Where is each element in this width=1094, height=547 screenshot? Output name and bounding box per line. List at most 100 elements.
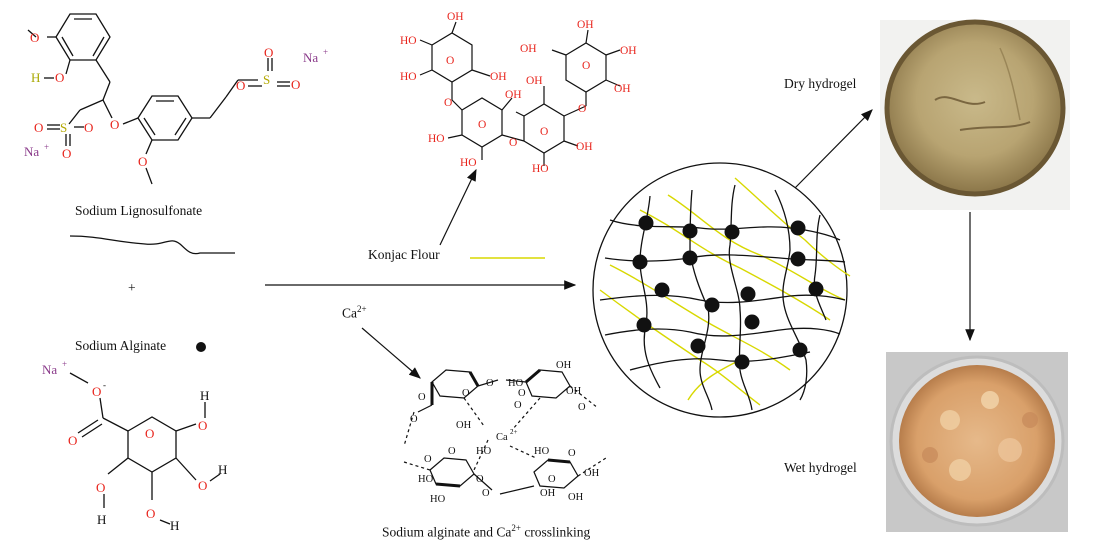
atom-o: O xyxy=(138,154,147,169)
svg-text:+: + xyxy=(323,47,328,57)
svg-text:O: O xyxy=(478,119,486,131)
svg-text:O: O xyxy=(548,474,556,485)
konjac-label: Konjac Flour xyxy=(368,247,440,262)
alginate-label: Sodium Alginate xyxy=(75,338,167,353)
plus-sign: + xyxy=(128,280,136,295)
svg-text:O: O xyxy=(568,448,576,459)
dry-hydrogel-label: Dry hydrogel xyxy=(784,76,857,91)
atom-o: O xyxy=(145,426,154,441)
atom-o: O xyxy=(110,117,119,132)
svg-text:OH: OH xyxy=(566,386,582,397)
crosslink-nodes xyxy=(632,215,824,370)
svg-text:O: O xyxy=(418,392,426,403)
svg-text:O: O xyxy=(540,126,548,138)
calcium-arrow xyxy=(361,327,421,379)
svg-text:HO: HO xyxy=(508,378,524,389)
crosslink-label: Sodium alginate and Ca2+ crosslinking xyxy=(382,523,591,540)
svg-text:OH: OH xyxy=(568,492,584,503)
svg-text:O: O xyxy=(518,388,526,399)
atom-h: H xyxy=(170,518,179,533)
crosslink-atoms: O O O O OH HO O O OH OH O Ca 2+ O O HO H… xyxy=(410,360,600,505)
svg-text:OH: OH xyxy=(584,468,600,479)
lignosulfonate-atoms: O O H O O S O O O Na + S O O O Na + xyxy=(24,30,328,169)
konjac-atoms: OH HO HO O OH O OH O HO HO O OH O HO OH … xyxy=(400,11,637,175)
wet-hydrogel-label: Wet hydrogel xyxy=(784,460,857,475)
svg-text:O: O xyxy=(448,446,456,457)
svg-text:HO: HO xyxy=(400,35,417,47)
svg-text:O: O xyxy=(462,388,470,399)
dry-arrow xyxy=(794,109,873,189)
svg-text:HO: HO xyxy=(430,494,446,505)
atom-s: S xyxy=(263,72,270,87)
svg-text:O: O xyxy=(578,103,586,115)
svg-text:HO: HO xyxy=(476,446,492,457)
konjac-arrow xyxy=(439,168,477,246)
wet-hydrogel-photo xyxy=(886,352,1068,532)
svg-text:O: O xyxy=(486,378,494,389)
svg-text:O: O xyxy=(514,400,522,411)
svg-text:OH: OH xyxy=(620,45,637,57)
svg-text:OH: OH xyxy=(614,83,631,95)
svg-text:O: O xyxy=(482,488,490,499)
atom-o: O xyxy=(34,120,43,135)
svg-text:OH: OH xyxy=(540,488,556,499)
lignosulfonate-label: Sodium Lignosulfonate xyxy=(75,203,203,218)
svg-text:OH: OH xyxy=(456,420,472,431)
atom-h: H xyxy=(200,388,209,403)
alginate-atoms: Na + O - O O O H O H O H O H xyxy=(42,359,227,533)
svg-text:O: O xyxy=(444,97,452,109)
svg-text:HO: HO xyxy=(418,474,434,485)
dry-hydrogel-photo xyxy=(880,19,1070,210)
svg-text:HO: HO xyxy=(460,157,477,169)
atom-na: Na xyxy=(42,362,57,377)
svg-text:Ca: Ca xyxy=(496,432,508,443)
atom-o: O xyxy=(264,45,273,60)
atom-h: H xyxy=(97,512,106,527)
svg-text:OH: OH xyxy=(556,360,572,371)
atom-o: O xyxy=(291,77,300,92)
atom-o: O xyxy=(96,480,105,495)
alginate-structure xyxy=(69,372,221,525)
atom-o: O xyxy=(62,146,71,161)
lignosulfonate-structure xyxy=(27,13,290,185)
atom-na: Na xyxy=(24,144,39,159)
svg-text:O: O xyxy=(424,454,432,465)
hydrogel-network xyxy=(592,162,851,418)
svg-text:HO: HO xyxy=(428,133,445,145)
svg-text:O: O xyxy=(410,414,418,425)
svg-text:OH: OH xyxy=(576,141,593,153)
svg-text:O: O xyxy=(582,60,590,72)
svg-text:OH: OH xyxy=(520,43,537,55)
atom-o: O xyxy=(68,433,77,448)
calcium-label: Ca2+ xyxy=(342,304,367,321)
atom-o-minus: O xyxy=(92,384,101,399)
konjac-structure xyxy=(419,21,621,166)
atom-o: O xyxy=(84,120,93,135)
atom-na: Na xyxy=(303,50,318,65)
svg-text:O: O xyxy=(578,402,586,413)
svg-text:OH: OH xyxy=(577,19,594,31)
svg-text:O: O xyxy=(509,137,517,149)
crosslink-structure xyxy=(403,368,607,495)
svg-text:2+: 2+ xyxy=(510,428,518,436)
svg-text:HO: HO xyxy=(534,446,550,457)
svg-text:OH: OH xyxy=(526,75,543,87)
atom-s: S xyxy=(60,120,67,135)
atom-o: O xyxy=(55,70,64,85)
svg-text:HO: HO xyxy=(532,163,549,175)
svg-text:OH: OH xyxy=(447,11,464,23)
svg-text:OH: OH xyxy=(490,71,507,83)
atom-o: O xyxy=(236,78,245,93)
atom-o: O xyxy=(198,478,207,493)
atom-h: H xyxy=(31,70,40,85)
svg-text:+: + xyxy=(62,359,67,369)
svg-text:O: O xyxy=(446,55,454,67)
atom-h: H xyxy=(218,462,227,477)
atom-o: O xyxy=(146,506,155,521)
atom-o: O xyxy=(198,418,207,433)
svg-text:HO: HO xyxy=(400,71,417,83)
svg-text:+: + xyxy=(44,142,49,152)
atom-o: O xyxy=(30,30,39,45)
svg-text:O: O xyxy=(476,474,484,485)
